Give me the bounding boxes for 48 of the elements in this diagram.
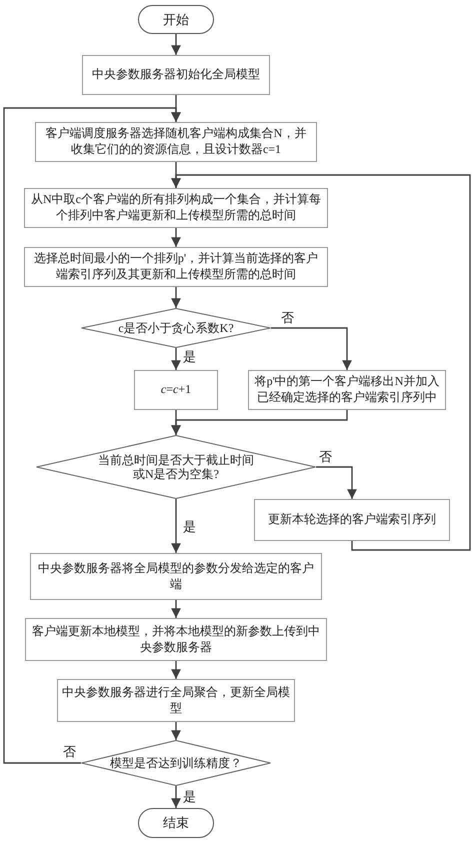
arrow	[171, 287, 181, 308]
process-box	[30, 553, 322, 600]
edge-label: 是	[182, 520, 197, 533]
node-text: 中央参数服务器初始化全局模型	[92, 67, 260, 83]
node-text: 客户端调度服务器选择随机客户端构成集合N，并收集它们的的资源信息，且设计数器c=1	[44, 126, 308, 158]
node-text: c是否小于贪心系数K?	[118, 320, 234, 336]
node-text: 客户端更新本地模型，并将本地模型的新参数上传到中央参数服务器	[31, 624, 321, 656]
node-text: 将p'中的第一个客户端移出N并加入已经确定选择的客户端索引序列中	[254, 374, 440, 406]
node-text: 模型是否达到训练精度？	[110, 756, 242, 770]
edge-label: 是	[182, 790, 197, 803]
process-box	[248, 370, 446, 410]
node-text: 选择总时间最小的一个排列p'，并计算当前选择的客户端索引序列及其更新和上传模型所需的总时间	[32, 251, 320, 283]
process-box	[24, 247, 328, 287]
arrow	[171, 348, 181, 370]
node-text: 中央参数服务器进行全局聚合，更新全局模型	[62, 684, 290, 716]
edge-label: 否	[62, 745, 77, 758]
arrow	[171, 786, 181, 808]
arrow	[171, 499, 181, 553]
node-text: 结束	[163, 814, 189, 832]
node-text: 中央参数服务器将全局模型的参数分发给选定的客户端	[37, 560, 315, 592]
process-box	[57, 679, 295, 722]
process-box	[82, 55, 270, 95]
edge-label: 否	[318, 450, 333, 463]
process-box	[35, 122, 317, 162]
edge-label: 否	[280, 311, 295, 324]
process-box	[254, 499, 450, 541]
node-text: 从N中取c个客户端的所有排列构成一个集合，并计算每个排列中客户端更新和上传模型所需的总时间	[30, 192, 322, 224]
process-box	[24, 188, 328, 228]
node-text: 开始	[163, 10, 189, 29]
arrow	[171, 661, 181, 679]
decision-diamond	[81, 740, 271, 786]
node-text: 更新本轮选择的客户端索引序列	[268, 512, 436, 528]
decision-diamond	[81, 308, 271, 348]
arrow	[171, 600, 181, 618]
arrow	[3, 107, 181, 764]
node-text: 当前总时间是否大于截止时间或N是否为空集?	[97, 452, 255, 482]
decision-diamond	[36, 435, 316, 499]
arrow	[271, 327, 352, 370]
arrow	[171, 34, 181, 55]
arrow	[171, 722, 181, 740]
arrow	[171, 228, 181, 247]
arrow	[316, 466, 357, 499]
node-text: c=c+1	[160, 382, 192, 398]
process-box	[25, 618, 327, 661]
arrow	[171, 410, 348, 435]
arrow	[171, 174, 471, 551]
edge-label: 是	[182, 350, 197, 363]
process-box	[134, 370, 218, 410]
